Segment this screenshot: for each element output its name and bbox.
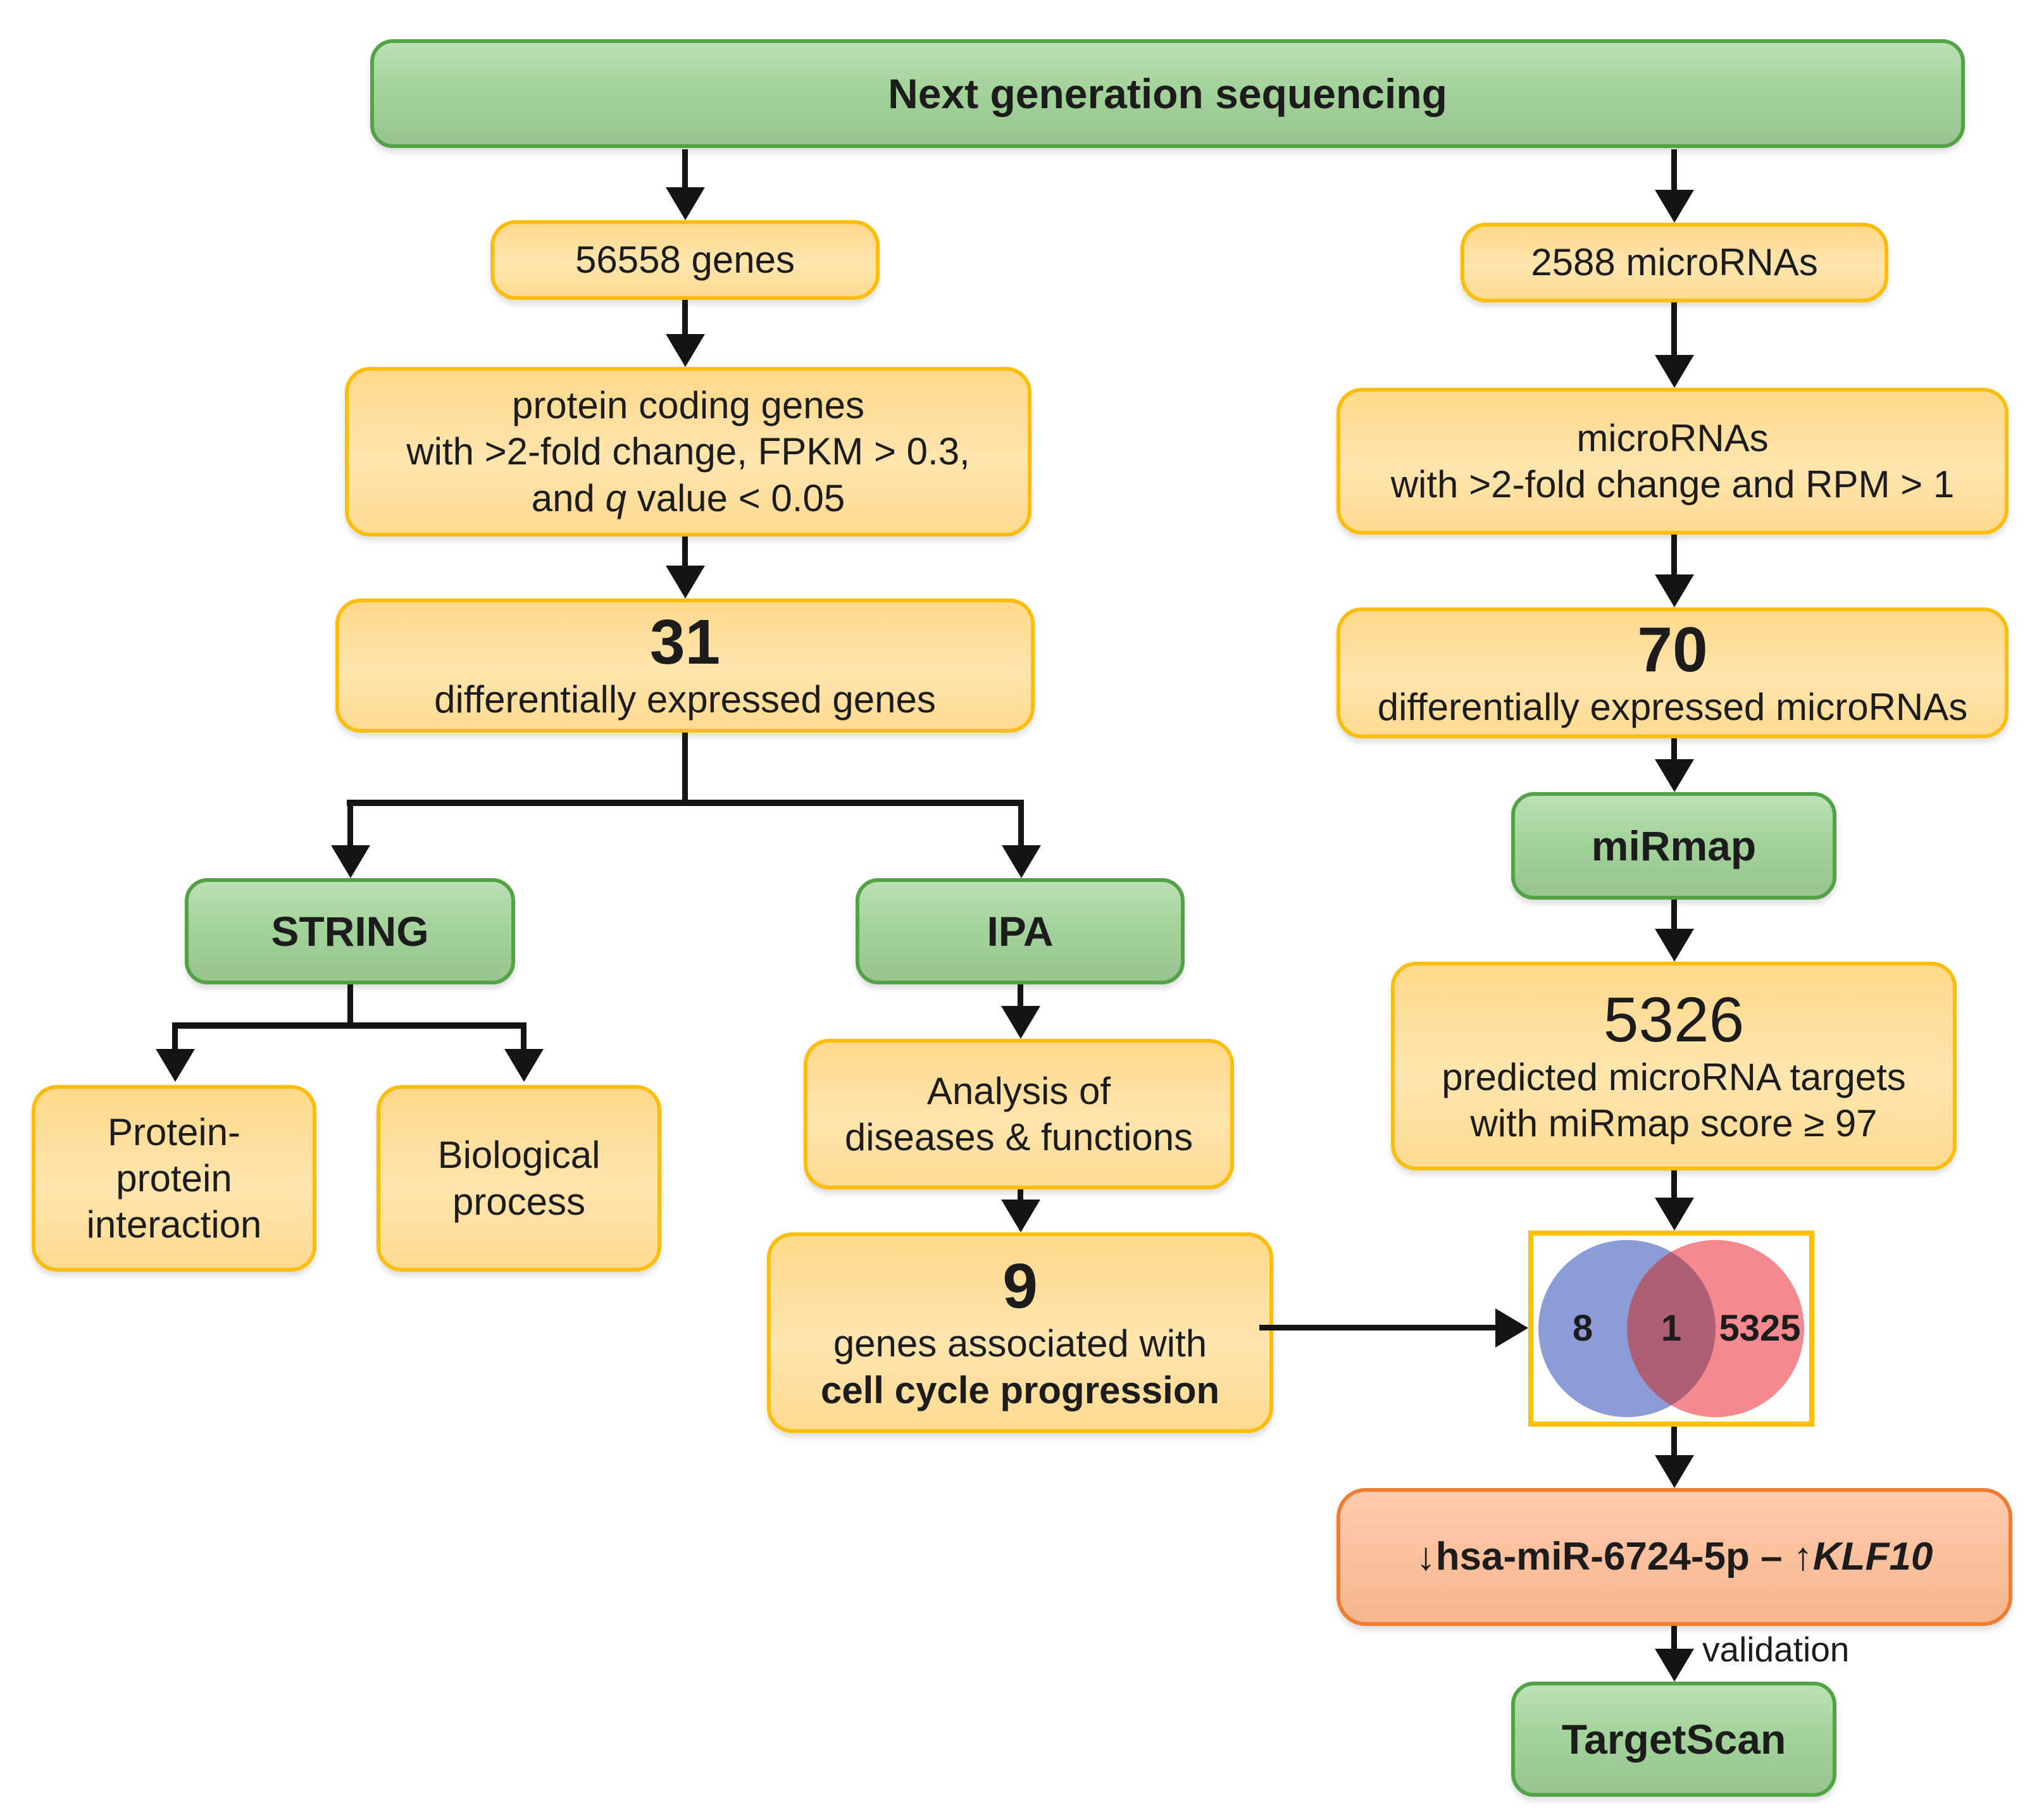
analysis-line2: diseases & functions <box>844 1116 1193 1158</box>
arrow-genes-count-to-gene-filter <box>682 300 688 334</box>
gene-filter-line3: and q value < 0.05 <box>532 475 845 521</box>
arrow-result-to-targetscan <box>1671 1626 1677 1649</box>
arrow-gene-filter-to-deg <box>682 536 688 566</box>
mirmap-label: miRmap <box>1591 822 1757 869</box>
ppi-line1: Protein- <box>107 1110 241 1153</box>
node-analysis: Analysis of diseases & functions <box>804 1039 1234 1189</box>
arrow-analysis-to-cell-cycle-genes <box>1018 1189 1023 1200</box>
connector-deg-stub <box>682 733 688 803</box>
connector-deg-branch <box>347 800 1024 806</box>
arrow-mirna-filter-to-de-mirna <box>1671 535 1677 574</box>
gene-filter-q-symbol: q <box>605 476 626 519</box>
deg-count: 31 <box>649 607 721 678</box>
arrow-branch-to-bio-process <box>521 1022 527 1049</box>
gene-filter-line3-pre: and <box>531 476 606 519</box>
venn-left-value: 8 <box>1572 1308 1593 1349</box>
node-result-pair: ↓hsa-miR-6724-5p – ↑KLF10 <box>1337 1488 2012 1626</box>
arrow-mirmap-to-predicted-targets <box>1671 900 1677 929</box>
node-de-mirna: 70 differentially expressed microRNAs <box>1337 607 2009 738</box>
arrow-branch-to-ipa <box>1018 800 1024 845</box>
ipa-label: IPA <box>987 907 1054 955</box>
connector-string-stub <box>347 984 353 1029</box>
ppi-line3: interaction <box>86 1203 262 1246</box>
gene-filter-line1: protein coding genes <box>511 384 865 427</box>
node-targetscan: TargetScan <box>1511 1682 1836 1797</box>
arrow-branch-to-ppi <box>172 1022 178 1049</box>
node-deg: 31 differentially expressed genes <box>335 598 1035 733</box>
node-string: STRING <box>185 878 515 984</box>
arrow-ngs-to-genes-count <box>682 149 688 187</box>
predicted-targets-line1: predicted microRNA targets <box>1442 1055 1906 1098</box>
node-mirmap: miRmap <box>1511 792 1836 900</box>
arrow-cell-cycle-genes-to-venn <box>1259 1325 1495 1330</box>
arrow-de-mirna-to-mirmap <box>1671 738 1677 759</box>
cell-cycle-genes-line1: genes associated with <box>833 1322 1207 1365</box>
venn-overlap-region <box>1627 1240 1716 1417</box>
mirna-count-label: 2588 microRNAs <box>1531 241 1818 284</box>
gene-filter-line3-post: value < 0.05 <box>626 476 845 519</box>
result-pair-label: ↓hsa-miR-6724-5p – ↑KLF10 <box>1416 1533 1933 1581</box>
bio-process-line2: process <box>452 1180 586 1223</box>
predicted-targets-line2: with miRmap score ≥ 97 <box>1470 1102 1878 1144</box>
node-ipa: IPA <box>856 878 1185 984</box>
node-next-generation-sequencing: Next generation sequencing <box>370 39 1965 148</box>
venn-right-value: 5325 <box>1719 1308 1801 1349</box>
node-ppi: Protein- protein interaction <box>32 1085 316 1272</box>
venn-circles <box>1538 1240 1804 1417</box>
bio-process-line1: Biological <box>437 1134 601 1177</box>
de-mirna-label: differentially expressed microRNAs <box>1377 685 1968 728</box>
node-predicted-targets: 5326 predicted microRNA targets with miR… <box>1391 962 1957 1170</box>
deg-label: differentially expressed genes <box>434 678 936 721</box>
node-ngs-label: Next generation sequencing <box>888 70 1447 117</box>
venn-diagram: 8 1 5325 <box>1528 1231 1814 1427</box>
venn-overlap-value: 1 <box>1661 1308 1682 1349</box>
analysis-line1: Analysis of <box>926 1069 1111 1112</box>
result-pair-gene: KLF10 <box>1812 1535 1933 1579</box>
arrow-ngs-to-mirna-count <box>1671 149 1677 190</box>
gene-filter-line2: with >2-fold change, FPKM > 0.3, <box>406 430 970 473</box>
cell-cycle-genes-count: 9 <box>1002 1251 1038 1322</box>
string-label: STRING <box>271 907 429 955</box>
mirna-filter-line1: microRNAs <box>1576 416 1769 459</box>
node-cell-cycle-genes: 9 genes associated with cell cycle progr… <box>767 1232 1273 1433</box>
arrow-venn-to-result <box>1671 1427 1677 1455</box>
result-pair-prefix: ↓hsa-miR-6724-5p – ↑ <box>1416 1535 1813 1579</box>
cell-cycle-genes-line2: cell cycle progression <box>820 1368 1220 1411</box>
genes-count-label: 56558 genes <box>575 239 795 282</box>
connector-string-branch <box>172 1022 527 1029</box>
arrow-mirna-count-to-mirna-filter <box>1671 302 1677 355</box>
node-bio-process: Biological process <box>377 1085 661 1272</box>
predicted-targets-count: 5326 <box>1603 984 1745 1055</box>
ppi-line2: protein <box>116 1157 232 1200</box>
node-mirna-filter: microRNAs with >2-fold change and RPM > … <box>1337 388 2009 535</box>
node-genes-count: 56558 genes <box>490 220 880 300</box>
de-mirna-count: 70 <box>1637 614 1708 685</box>
arrow-ipa-to-analysis <box>1018 984 1023 1006</box>
targetscan-label: TargetScan <box>1561 1715 1786 1763</box>
node-gene-filter: protein coding genes with >2-fold change… <box>345 367 1031 536</box>
validation-edge-label: validation <box>1702 1630 1850 1669</box>
node-mirna-count: 2588 microRNAs <box>1461 223 1888 302</box>
arrow-predicted-targets-to-venn <box>1671 1170 1677 1198</box>
mirna-filter-line2: with >2-fold change and RPM > 1 <box>1390 463 1955 505</box>
arrow-branch-to-string <box>347 800 353 845</box>
